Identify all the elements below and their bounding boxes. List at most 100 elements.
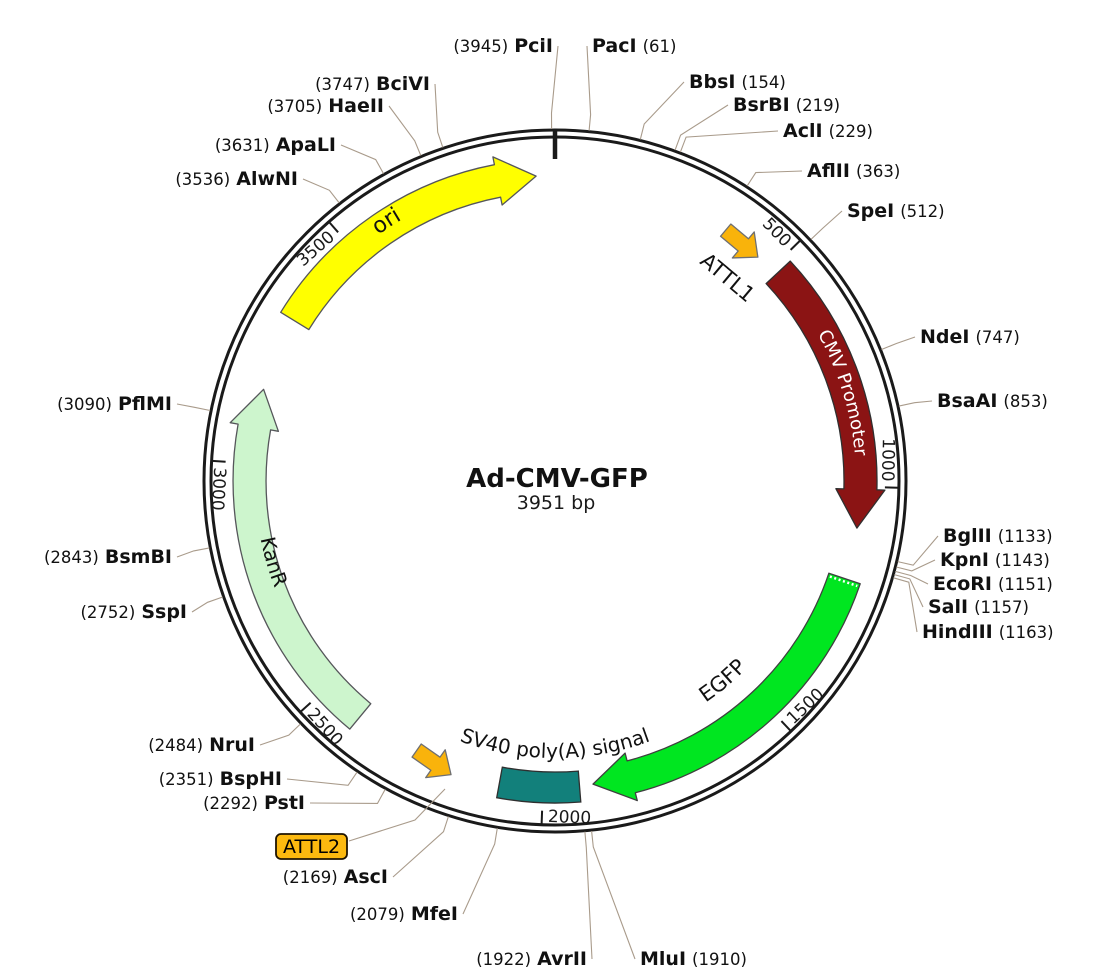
enzyme-site: (1151) <box>998 575 1053 594</box>
enzyme-label-psti: (2292) PstI <box>203 792 305 814</box>
tick-2000 <box>540 810 544 825</box>
enzyme-name: BsaAI <box>937 390 997 412</box>
enzyme-site: (3705) <box>267 97 322 116</box>
enzyme-name: HaeII <box>328 95 384 117</box>
leader-ndei <box>881 336 916 351</box>
tick-label-1000: 1000 <box>877 438 898 482</box>
enzyme-site: (3747) <box>315 75 370 94</box>
leader-bsphi <box>286 771 358 786</box>
leader-paci <box>586 45 592 131</box>
feature-egfp-serration <box>829 575 858 588</box>
leader-asci <box>392 816 449 878</box>
enzyme-name: BbsI <box>689 71 735 93</box>
feature-kanr <box>229 388 372 730</box>
leader-bcivi <box>434 83 444 148</box>
enzyme-label-acli: AclI(229) <box>783 120 873 142</box>
tick-3000 <box>212 459 226 463</box>
feature-sv40-polya-signal <box>495 766 582 804</box>
leader-spei <box>810 210 843 240</box>
enzyme-name: SspI <box>141 601 187 623</box>
feature-cmv-promoter <box>765 260 886 529</box>
feature-label-text-egfp: EGFP <box>695 654 751 707</box>
enzyme-site: (3945) <box>453 37 508 56</box>
plasmid-backbone-rings <box>202 128 908 834</box>
leader-mlui <box>591 831 636 960</box>
enzyme-site: (219) <box>796 96 840 115</box>
leader-bsmbi <box>176 547 210 558</box>
enzyme-name: AvrII <box>537 948 587 970</box>
tick-3500 <box>328 221 339 233</box>
leader-apali <box>340 144 384 174</box>
enzyme-label-bbsi: BbsI(154) <box>689 71 786 93</box>
enzyme-site: (2752) <box>80 603 135 622</box>
leader-sspi <box>191 596 223 613</box>
leader-hindiii <box>893 577 918 633</box>
feature-attl2 <box>411 743 452 779</box>
enzyme-label-bglii: BglII (1133) <box>943 525 1053 547</box>
enzyme-site: (2484) <box>148 736 203 755</box>
feature-label-attl2: ATTL2 <box>283 836 340 858</box>
leader-lines <box>176 45 939 960</box>
feature-ori <box>280 156 537 331</box>
enzyme-label-paci: PacI (61) <box>592 35 676 57</box>
enzyme-label-bsaai: BsaAI (853) <box>937 390 1048 412</box>
enzyme-label-ndei: NdeI(747) <box>920 326 1020 348</box>
enzyme-name: MfeI <box>411 903 458 925</box>
enzyme-label-asci: (2169)AscI <box>283 866 388 888</box>
enzyme-site: (2079) <box>350 905 405 924</box>
enzyme-site: (747) <box>975 328 1019 347</box>
leader-psti <box>309 789 386 804</box>
enzyme-name: MluI <box>640 948 686 970</box>
enzyme-name: PstI <box>264 792 305 814</box>
feature-arcs <box>229 156 886 804</box>
enzyme-labels: (3945)PciI PacI (61) BbsI(154)BsrBI (219) Acl… <box>44 35 1054 970</box>
enzyme-site: (1133) <box>998 527 1053 546</box>
enzyme-site: (1143) <box>995 551 1050 570</box>
enzyme-site: (1163) <box>999 623 1054 642</box>
enzyme-site: (2292) <box>203 794 258 813</box>
feature-label-box-attl2 <box>275 833 348 860</box>
enzyme-name: SpeI <box>847 200 894 222</box>
enzyme-name: AscI <box>344 866 388 888</box>
enzyme-site: (853) <box>1003 392 1047 411</box>
leader-bbsi <box>639 81 685 140</box>
enzyme-label-mfei: (2079) MfeI <box>350 903 458 925</box>
tick-label-2000: 2000 <box>548 807 592 829</box>
enzyme-site: (229) <box>829 122 873 141</box>
leader-ecori <box>895 570 929 585</box>
enzyme-site: (61) <box>643 37 677 56</box>
enzyme-site: (363) <box>856 162 900 181</box>
enzyme-name: BglII <box>943 525 992 547</box>
tick-label-3000: 3000 <box>207 467 229 511</box>
enzyme-label-avrii: (1922) AvrII <box>476 948 587 970</box>
tick-2500 <box>299 701 312 713</box>
enzyme-label-kpni: KpnI(1143) <box>940 549 1050 571</box>
enzyme-name: SalI <box>928 596 968 618</box>
enzyme-label-pflmi: (3090)PflMI <box>57 393 172 415</box>
plasmid-title: Ad-CMV-GFP <box>466 464 648 494</box>
enzyme-site: (3631) <box>215 136 270 155</box>
enzyme-site: (1910) <box>692 950 747 969</box>
enzyme-label-sspi: (2752) SspI <box>80 601 187 623</box>
leader-alwni <box>302 178 340 204</box>
enzyme-label-mlui: MluI (1910) <box>640 948 747 970</box>
leader-aflii <box>746 170 803 187</box>
enzyme-label-sali: SalI(1157) <box>928 596 1029 618</box>
enzyme-name: BsmBI <box>105 546 172 568</box>
feature-egfp <box>592 572 861 802</box>
enzyme-label-bsmbi: (2843)BsmBI <box>44 546 172 568</box>
plasmid-length: 3951 bp <box>517 492 596 514</box>
enzyme-label-pcii: (3945)PciI <box>453 35 553 57</box>
feature-attl1 <box>719 223 759 259</box>
enzyme-label-alwni: (3536)AlwNI <box>175 168 298 190</box>
enzyme-name: PacI <box>592 35 637 57</box>
leader-mfei <box>462 828 498 915</box>
leader-haeii <box>388 105 422 156</box>
leader-pflmi <box>176 403 211 412</box>
leader-bglii <box>897 535 939 566</box>
enzyme-site: (1922) <box>476 950 531 969</box>
enzyme-name: BsrBI <box>733 94 790 116</box>
enzyme-name: AflII <box>807 160 850 182</box>
